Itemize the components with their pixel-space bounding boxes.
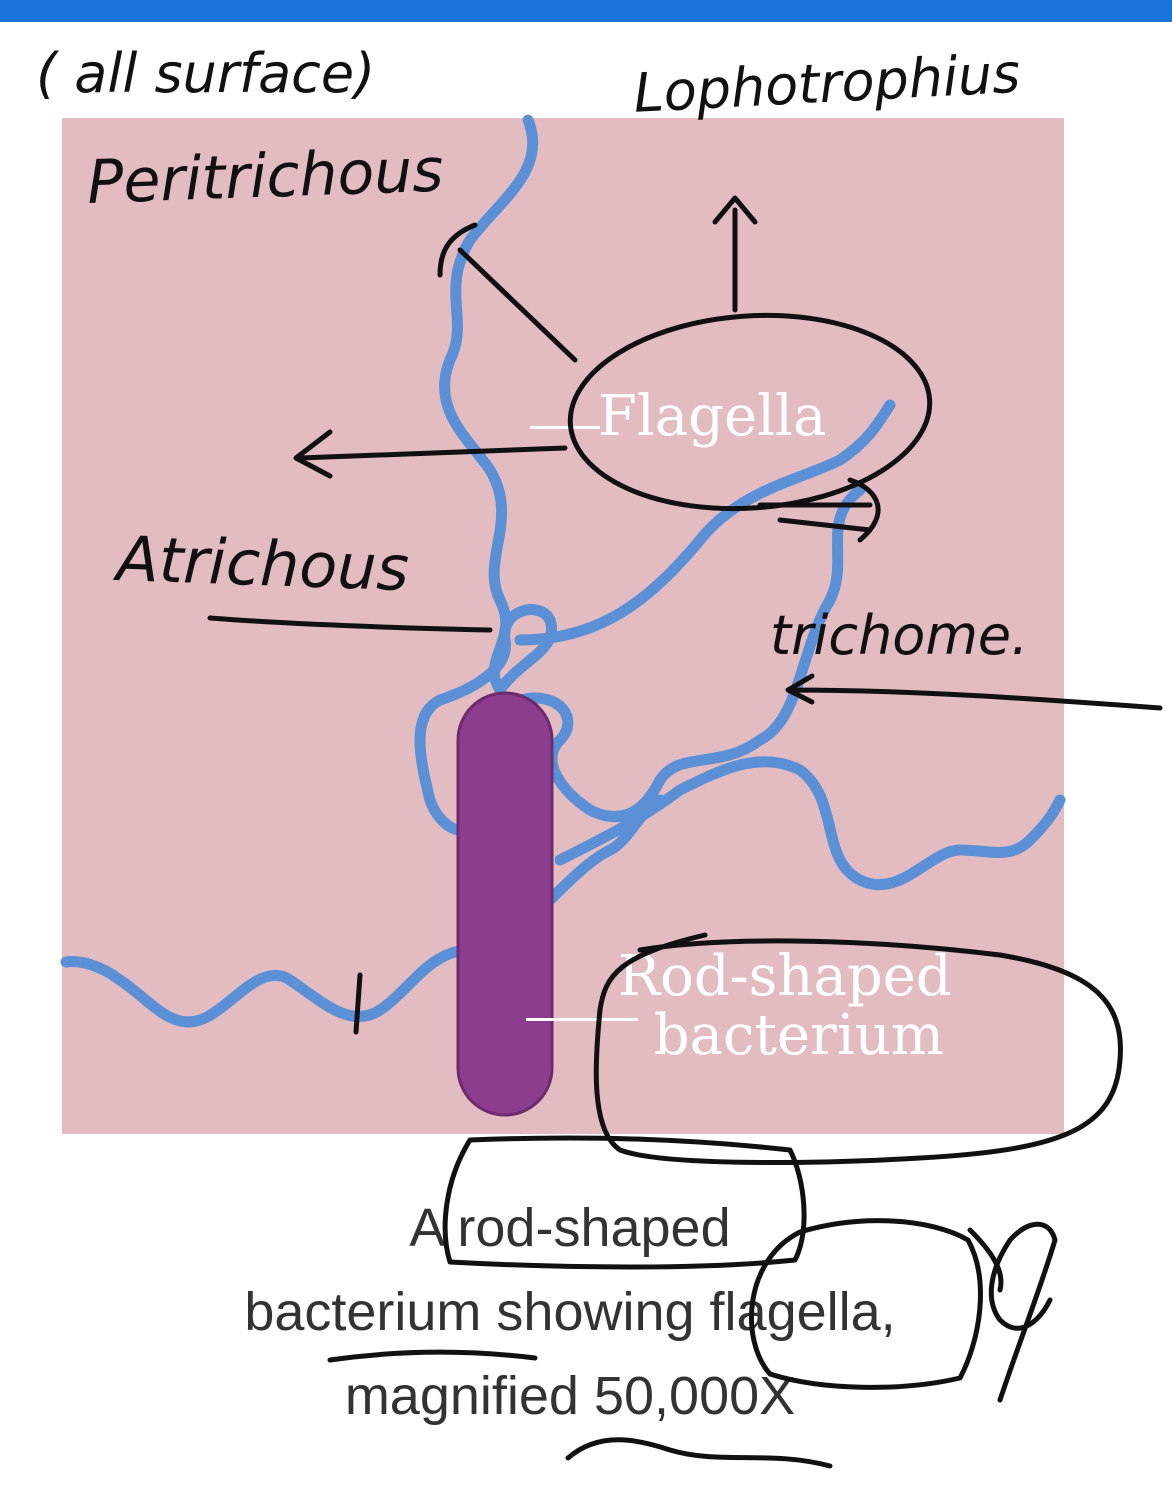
bottom-squiggle bbox=[568, 1440, 830, 1466]
atrichous-underline bbox=[210, 618, 490, 630]
flagella-circle-mark bbox=[564, 304, 937, 521]
rod-label-circle-mark bbox=[596, 935, 1120, 1163]
arrow-to-lophotrophius bbox=[715, 198, 755, 310]
arrow-to-atrichous bbox=[296, 432, 565, 476]
trichome-arrow-line bbox=[788, 676, 1160, 708]
showing-underline bbox=[330, 1352, 535, 1360]
flagella-word-circle-mark bbox=[751, 1221, 980, 1388]
signature-mark bbox=[970, 1224, 1055, 1400]
tick-mark bbox=[356, 975, 360, 1032]
double-arrow-mark bbox=[760, 480, 878, 540]
caption-box-mark bbox=[445, 1138, 804, 1267]
line-to-peritrichous bbox=[440, 225, 575, 360]
